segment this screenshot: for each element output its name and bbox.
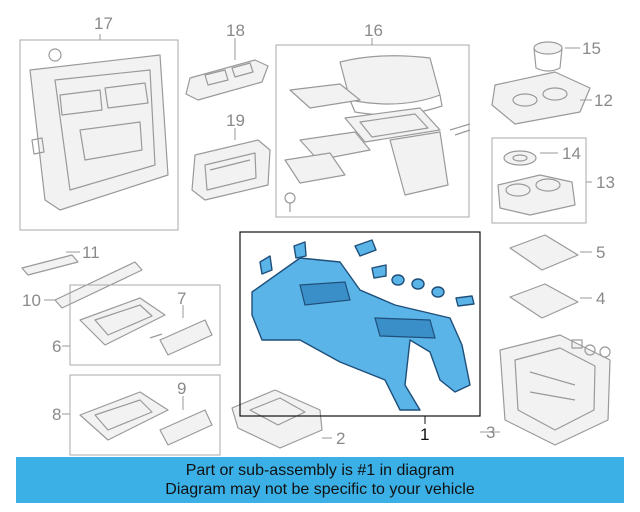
part-11-strip bbox=[21, 254, 79, 276]
callout-5: 5 bbox=[596, 243, 606, 262]
leader-lines bbox=[44, 34, 592, 439]
callout-19: 19 bbox=[226, 111, 245, 130]
part-5-pad bbox=[509, 234, 579, 271]
callout-12: 12 bbox=[594, 91, 613, 110]
callout-11: 11 bbox=[82, 243, 100, 262]
callout-16: 16 bbox=[364, 21, 383, 40]
part-12-cup-mat bbox=[491, 71, 591, 125]
banner-line-2: Diagram may not be specific to your vehi… bbox=[165, 481, 475, 498]
callout-2: 2 bbox=[336, 429, 346, 448]
part-16-armrest-group bbox=[275, 44, 471, 218]
callout-14: 14 bbox=[562, 144, 581, 163]
part-4-pad bbox=[509, 283, 579, 319]
part-1-console-assembly[interactable] bbox=[239, 231, 481, 417]
callout-15: 15 bbox=[582, 39, 601, 58]
callout-3: 3 bbox=[486, 423, 496, 442]
callout-13: 13 bbox=[596, 173, 615, 192]
info-banner: Part or sub-assembly is #1 in diagram Di… bbox=[16, 457, 624, 503]
callout-9: 9 bbox=[177, 379, 187, 398]
part-8-group bbox=[69, 374, 221, 456]
part-15-cup-insert bbox=[533, 41, 563, 72]
callout-10: 10 bbox=[22, 291, 41, 310]
part-3-bin-frame bbox=[499, 334, 611, 446]
callout-18: 18 bbox=[226, 21, 245, 40]
banner-line-1: Part or sub-assembly is #1 in diagram bbox=[185, 462, 455, 479]
callout-6: 6 bbox=[52, 337, 62, 356]
part-17-trim-panel bbox=[19, 39, 179, 231]
part-6-group bbox=[69, 284, 221, 366]
part-2-bracket bbox=[231, 389, 323, 449]
part-19-tray bbox=[191, 139, 271, 201]
callout-1: 1 bbox=[420, 425, 430, 444]
callout-17: 17 bbox=[94, 14, 113, 33]
part-13-cup-holder-group bbox=[491, 137, 587, 224]
callout-8: 8 bbox=[52, 405, 62, 424]
part-18-bracket bbox=[185, 59, 269, 101]
callout-4: 4 bbox=[596, 289, 606, 308]
callout-7: 7 bbox=[177, 289, 187, 308]
